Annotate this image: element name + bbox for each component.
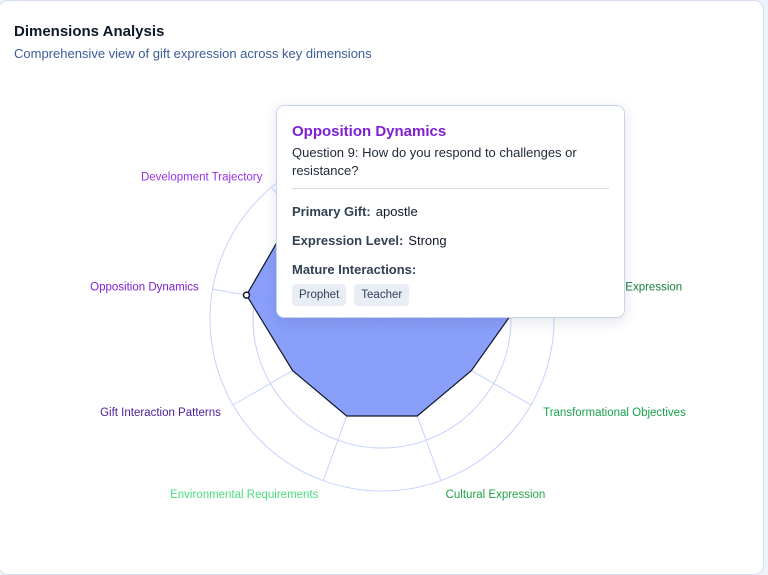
interaction-chip: Teacher [354,284,410,306]
axis-label: Transformational Objectives [543,407,686,419]
mature-interactions-list: Prophet Teacher [292,284,609,306]
tooltip-expression-level: Expression Level: Strong [292,233,609,248]
card-title: Dimensions Analysis [14,23,165,40]
primary-gift-label: Primary Gift: [292,204,371,219]
axis-label: Opposition Dynamics [90,282,199,294]
tooltip-title: Opposition Dynamics [292,123,447,140]
axis-label: Environmental Requirements [170,489,319,501]
axis-label: Development Trajectory [141,172,263,184]
tooltip-primary-gift: Primary Gift: apostle [292,204,609,219]
tooltip-divider [292,188,609,189]
axis-label: Cultural Expression [446,489,546,501]
data-point [242,291,251,299]
expression-level-label: Expression Level: [292,233,404,248]
primary-gift-value: apostle [375,204,418,219]
axis-label: Gift Interaction Patterns [100,407,221,419]
expression-level-value: Strong [408,233,447,248]
card-subtitle: Comprehensive view of gift expression ac… [14,46,372,61]
chart-tooltip: Opposition Dynamics Question 9: How do y… [276,105,625,318]
tooltip-question: Question 9: How do you respond to challe… [292,145,577,178]
mature-interactions-label: Mature Interactions: [292,262,417,277]
interaction-chip: Prophet [292,284,347,306]
